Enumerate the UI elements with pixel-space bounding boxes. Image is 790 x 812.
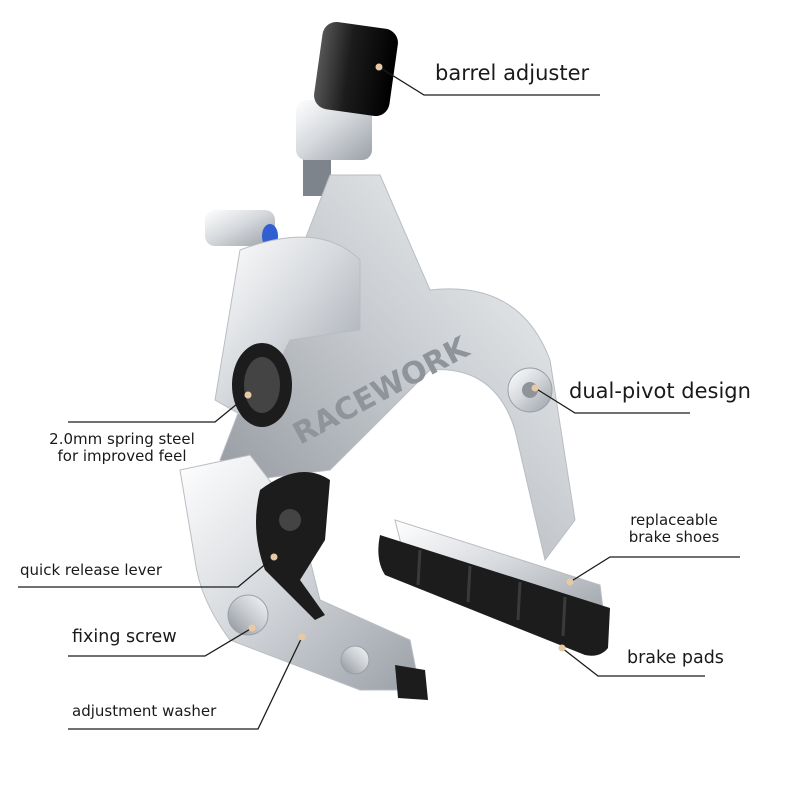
dot-dual-pivot xyxy=(531,384,539,392)
dot-barrel-adjuster xyxy=(375,63,383,71)
leader-barrel-adjuster xyxy=(378,66,600,96)
label-spring-steel-line1: 2.0mm spring steel xyxy=(49,430,195,448)
label-quick-release: quick release lever xyxy=(20,561,163,579)
leader-lines xyxy=(18,66,740,730)
leader-brake-pads xyxy=(561,647,705,677)
label-replaceable: replaceable brake shoes xyxy=(612,511,736,547)
dot-replaceable xyxy=(566,578,574,586)
barrel-adjuster-part xyxy=(296,21,398,196)
label-fixing-screw: fixing screw xyxy=(72,627,177,647)
leader-dual-pivot xyxy=(534,387,690,414)
label-dual-pivot: dual-pivot design xyxy=(569,379,751,403)
leader-replaceable xyxy=(569,556,740,583)
callout-dots xyxy=(244,63,574,652)
label-brake-pads: brake pads xyxy=(627,648,724,668)
label-replaceable-line1: replaceable xyxy=(630,511,718,529)
dot-fixing-screw xyxy=(248,624,256,632)
label-spring-steel: 2.0mm spring steel for improved feel xyxy=(38,430,206,466)
brake-shoe-assembly xyxy=(378,519,610,656)
label-barrel-adjuster: barrel adjuster xyxy=(435,61,590,85)
dot-quick-release xyxy=(270,553,278,561)
leader-fixing-screw xyxy=(68,627,253,657)
label-adjustment-washer: adjustment washer xyxy=(72,702,217,720)
label-spring-steel-line2: for improved feel xyxy=(57,447,187,466)
leader-quick-release xyxy=(18,556,275,588)
dot-spring-steel xyxy=(244,391,252,399)
label-replaceable-line2: brake shoes xyxy=(628,528,720,547)
leader-adjustment-washer xyxy=(68,636,303,730)
dot-adjustment-washer xyxy=(298,633,306,641)
leader-spring-steel xyxy=(68,394,249,423)
dot-brake-pads xyxy=(558,644,566,652)
front-arm xyxy=(179,454,428,700)
